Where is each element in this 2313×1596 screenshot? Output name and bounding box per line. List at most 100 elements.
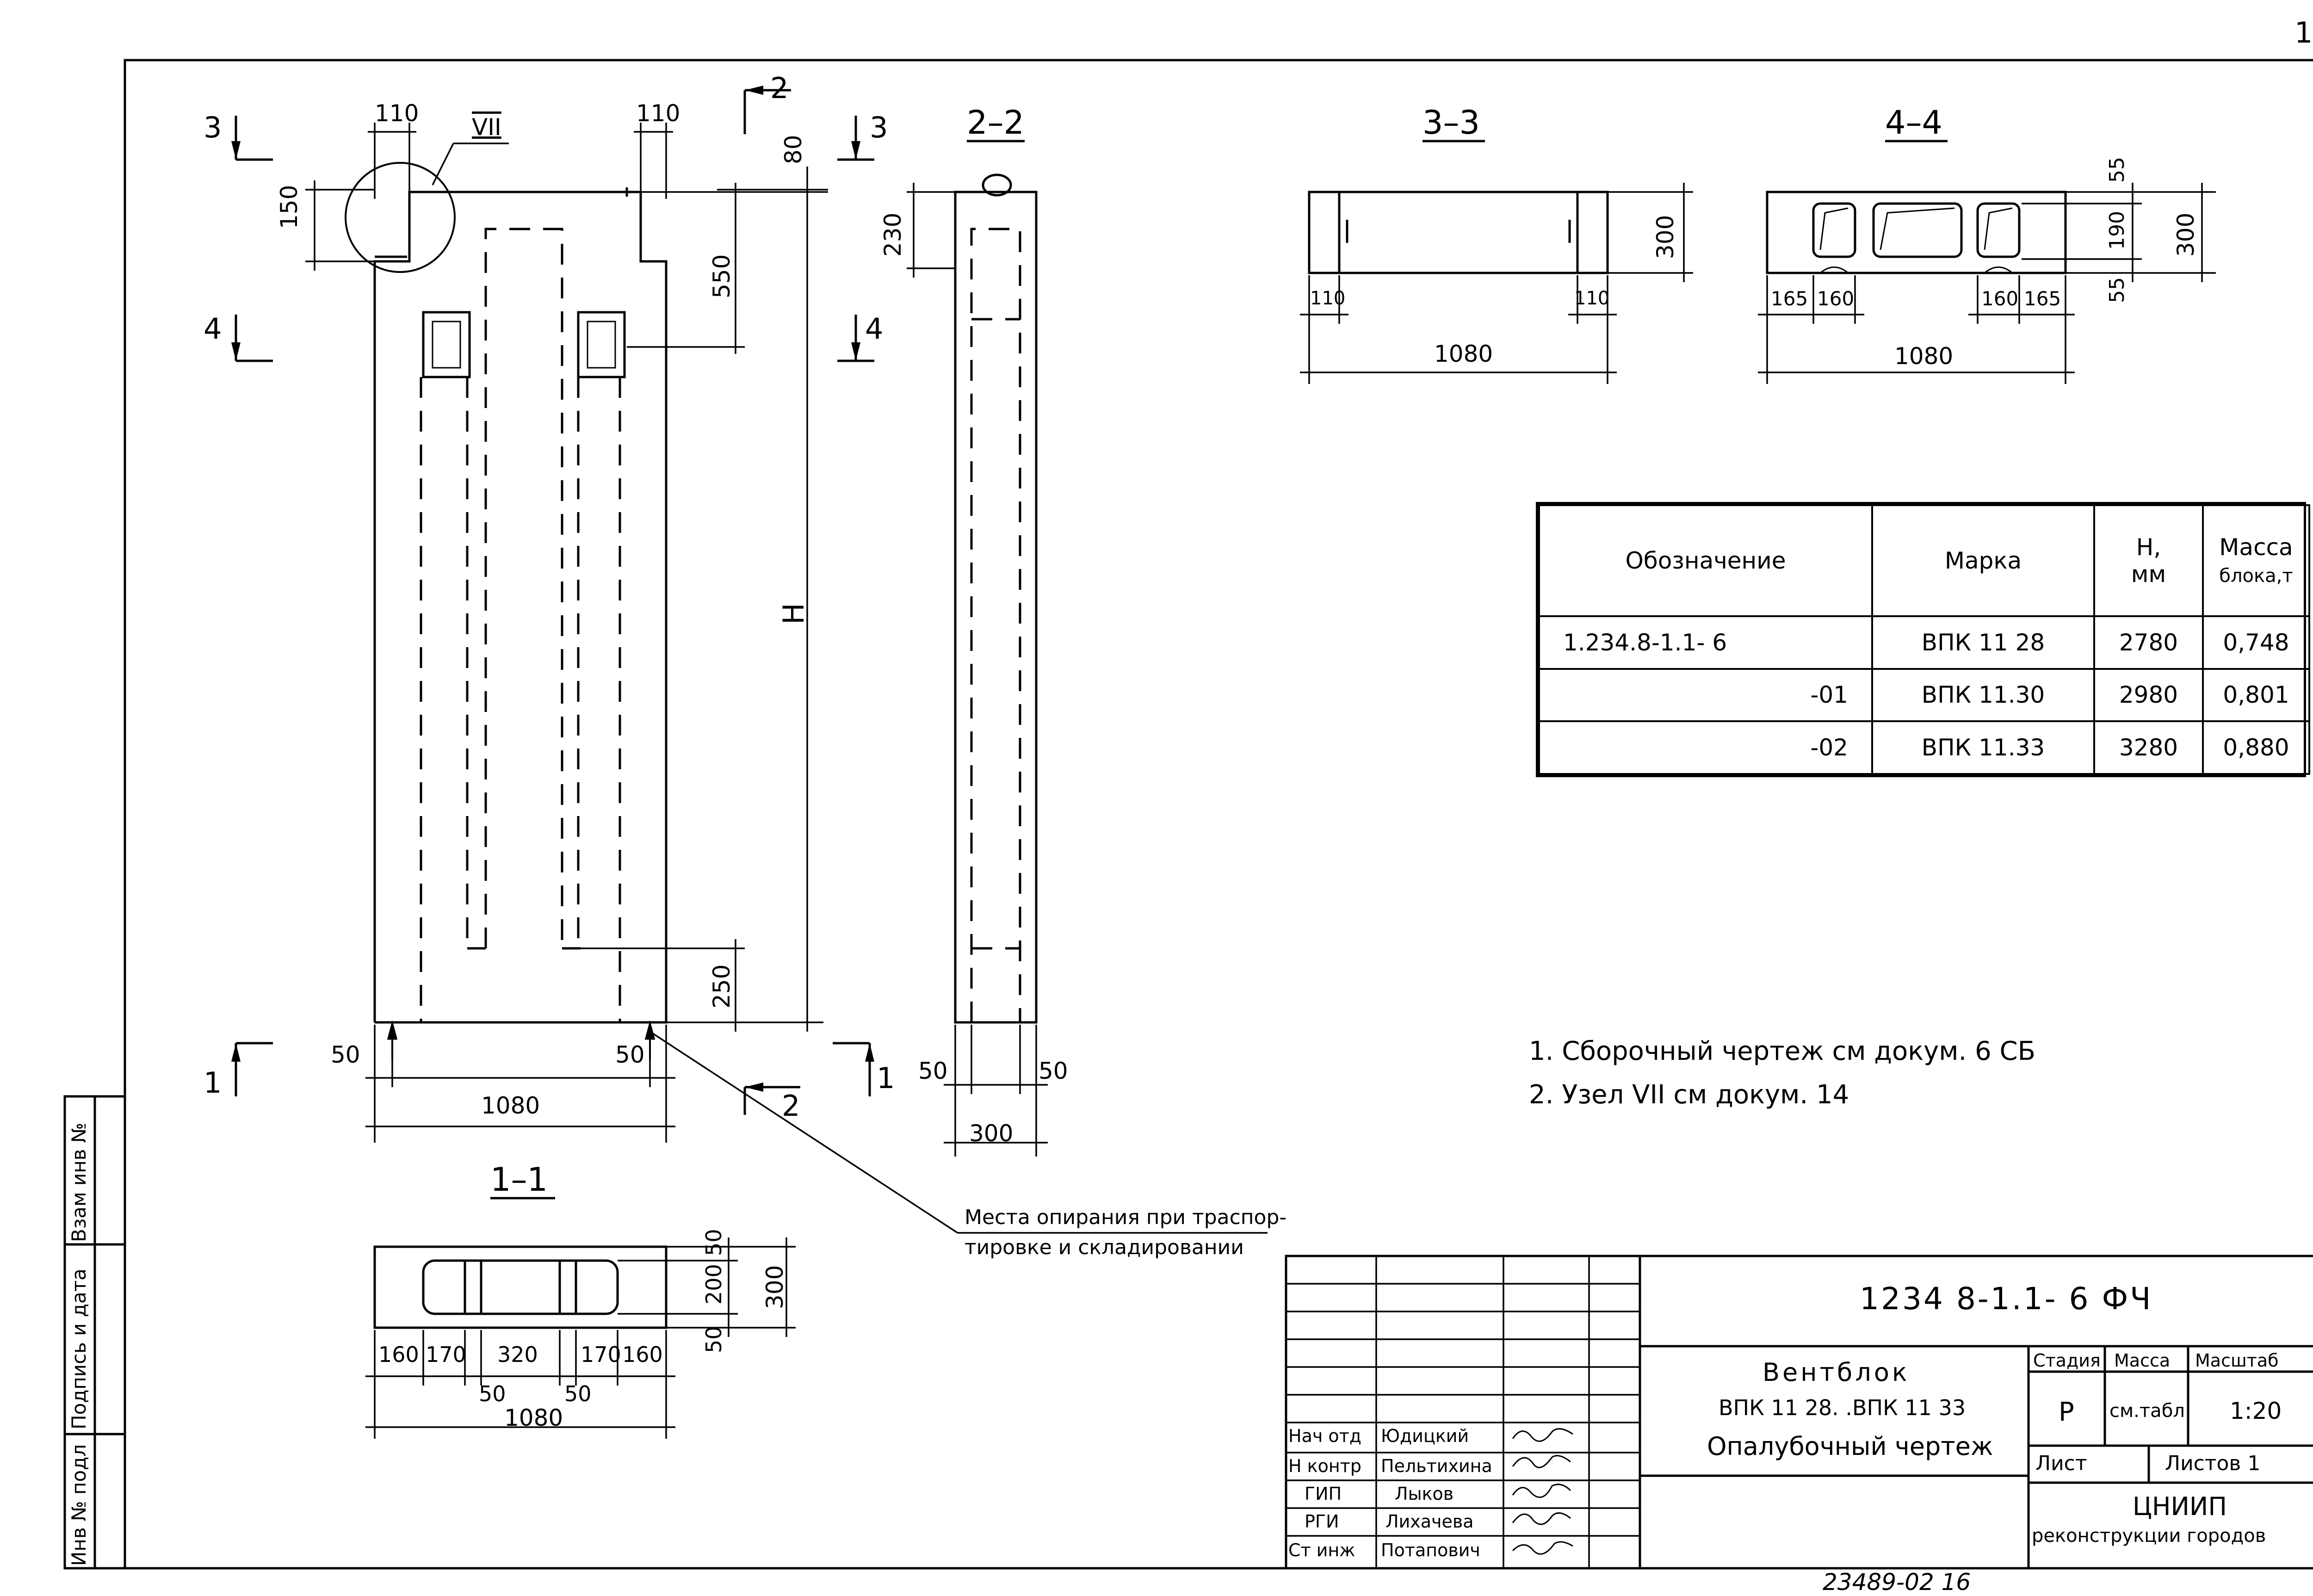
document-code: 1234 8-1.1- 6 ФЧ [1860,1281,2153,1317]
support-note-line2: тировке и складировании [965,1236,1244,1259]
dim-front-1080: 1080 [481,1092,540,1119]
note-1: 1. Сборочный чертеж см докум. 6 СБ [1529,1036,2036,1066]
name-4: Лихачева [1385,1511,1474,1532]
dim-11-50-left: 50 [479,1381,506,1406]
dim-44-190: 190 [2105,211,2129,250]
dim-44-160-right: 160 [1981,287,2019,310]
dim-22-50-right: 50 [1039,1058,1068,1084]
dim-front-550: 550 [708,254,735,298]
dim-front-80: 80 [780,135,807,164]
scale-label: Масштаб [2195,1350,2279,1371]
role-5: Ст инж [1288,1540,1355,1560]
dim-11-160-left: 160 [378,1342,419,1367]
dim-33-1080: 1080 [1434,340,1493,367]
footer-number: 23489-02 16 [1823,1569,1971,1596]
section-4-4-view [1766,191,2067,274]
cut-mark-2-bottom: 2 [782,1089,800,1123]
notes: 1. Сборочный чертеж см докум. 6 СБ 2. Уз… [1529,1039,2035,1126]
title-block-grid [1285,1255,2313,1570]
mass-label: Масса [2114,1350,2171,1371]
dim-44-300: 300 [2172,212,2199,257]
sheet-label: Лист [2035,1452,2087,1475]
section-title-2-2: 2–2 [967,104,1025,142]
cut-mark-1-left: 1 [204,1066,222,1100]
dim-22-230: 230 [879,212,906,257]
dim-11-200: 200 [701,1264,726,1305]
dim-44-1080: 1080 [1894,343,1954,370]
front-view [345,162,668,1059]
section-title-3-3: 3–3 [1422,104,1480,142]
title-line-1: Вентблок [1763,1358,1910,1387]
stage-value: Р [2059,1397,2074,1427]
dim-44-160-left: 160 [1817,287,1855,310]
section-title-4-4: 4–4 [1885,104,1943,142]
header-h: H,мм [2093,504,2204,617]
dim-11-300: 300 [761,1265,788,1309]
name-1: Юдицкий [1381,1426,1469,1446]
drawing-frame [124,59,2313,1570]
cut-mark-2-top: 2 [770,71,789,105]
name-3: Лыков [1395,1484,1454,1504]
sheets-label: Листов 1 [2165,1452,2261,1475]
dim-11-170-left: 170 [426,1342,466,1367]
dim-front-50-left: 50 [331,1041,360,1068]
cut-mark-4-left: 4 [204,312,222,346]
section-3-3-view [1308,191,1609,274]
side-stamp-vzam: Взам инв № [68,1122,90,1242]
stage-label: Стадия [2033,1350,2101,1371]
header-mark: Марка [1871,504,2095,617]
dim-front-150: 150 [276,185,303,229]
table-row: 1.234.8-1.1- 6 ВПК 11 28 2780 0,748 [1538,615,2310,670]
cut-mark-4-right: 4 [865,312,884,346]
dim-front-110-right: 110 [636,100,680,127]
org-line-1: ЦНИИП [2133,1492,2227,1521]
dim-22-50-left: 50 [918,1058,948,1084]
dim-11-50-right: 50 [564,1381,592,1406]
org-line-2: реконструкции городов [2032,1525,2266,1547]
dim-11-320: 320 [497,1342,538,1367]
dim-11-50-top: 50 [701,1229,726,1256]
signature-scribbles [1512,1428,1573,1555]
dim-33-110-left: 110 [1310,288,1346,309]
cut-mark-3-right: 3 [870,111,888,144]
name-5: Потапович [1381,1540,1480,1560]
cut-mark-1-right: 1 [877,1061,895,1095]
dim-33-110-right: 110 [1574,288,1610,309]
dim-front-50-right: 50 [615,1041,645,1068]
mass-value: см.табл [2109,1400,2185,1422]
role-4: РГИ [1305,1511,1339,1532]
note-2: 2. Узел VII см докум. 14 [1529,1080,1849,1110]
node-vii-label: VII [472,114,501,141]
section-1-1-view [373,1245,668,1329]
name-2: Пельтихина [1381,1456,1492,1476]
title-line-2: ВПК 11 28. .ВПК 11 33 [1719,1395,1966,1420]
role-1: Нач отд [1288,1426,1362,1446]
title-line-3: Опалубочный чертеж [1707,1432,1993,1461]
cut-mark-3-left: 3 [204,111,222,144]
dim-11-1080: 1080 [504,1404,563,1431]
page-number: 15 [2294,16,2313,49]
side-stamp-sign: Подпись и дата [68,1268,90,1429]
dim-44-55-bottom: 55 [2105,277,2129,303]
dim-11-160-right: 160 [622,1342,663,1367]
role-3: ГИП [1305,1484,1342,1504]
side-stamp-inv: Инв № подл [68,1444,90,1566]
dim-front-110-left: 110 [375,100,419,127]
support-note-line1: Места опирания при траспор- [965,1206,1287,1229]
dim-33-300: 300 [1652,215,1679,259]
dim-11-170-right: 170 [581,1342,621,1367]
header-designation: Обозначение [1538,504,1873,617]
dim-11-50-bottom: 50 [701,1326,726,1353]
dim-front-h: H [777,603,810,625]
section-2-2-view [954,173,1038,1024]
table-row: -01 ВПК 11.30 2980 0,801 [1538,668,2310,723]
dim-44-165-right: 165 [2024,287,2061,310]
section-title-1-1: 1–1 [490,1161,548,1199]
scale-value: 1:20 [2230,1398,2282,1424]
table-row: -02 ВПК 11.33 3280 0,880 [1538,720,2310,775]
role-2: Н контр [1288,1456,1361,1476]
